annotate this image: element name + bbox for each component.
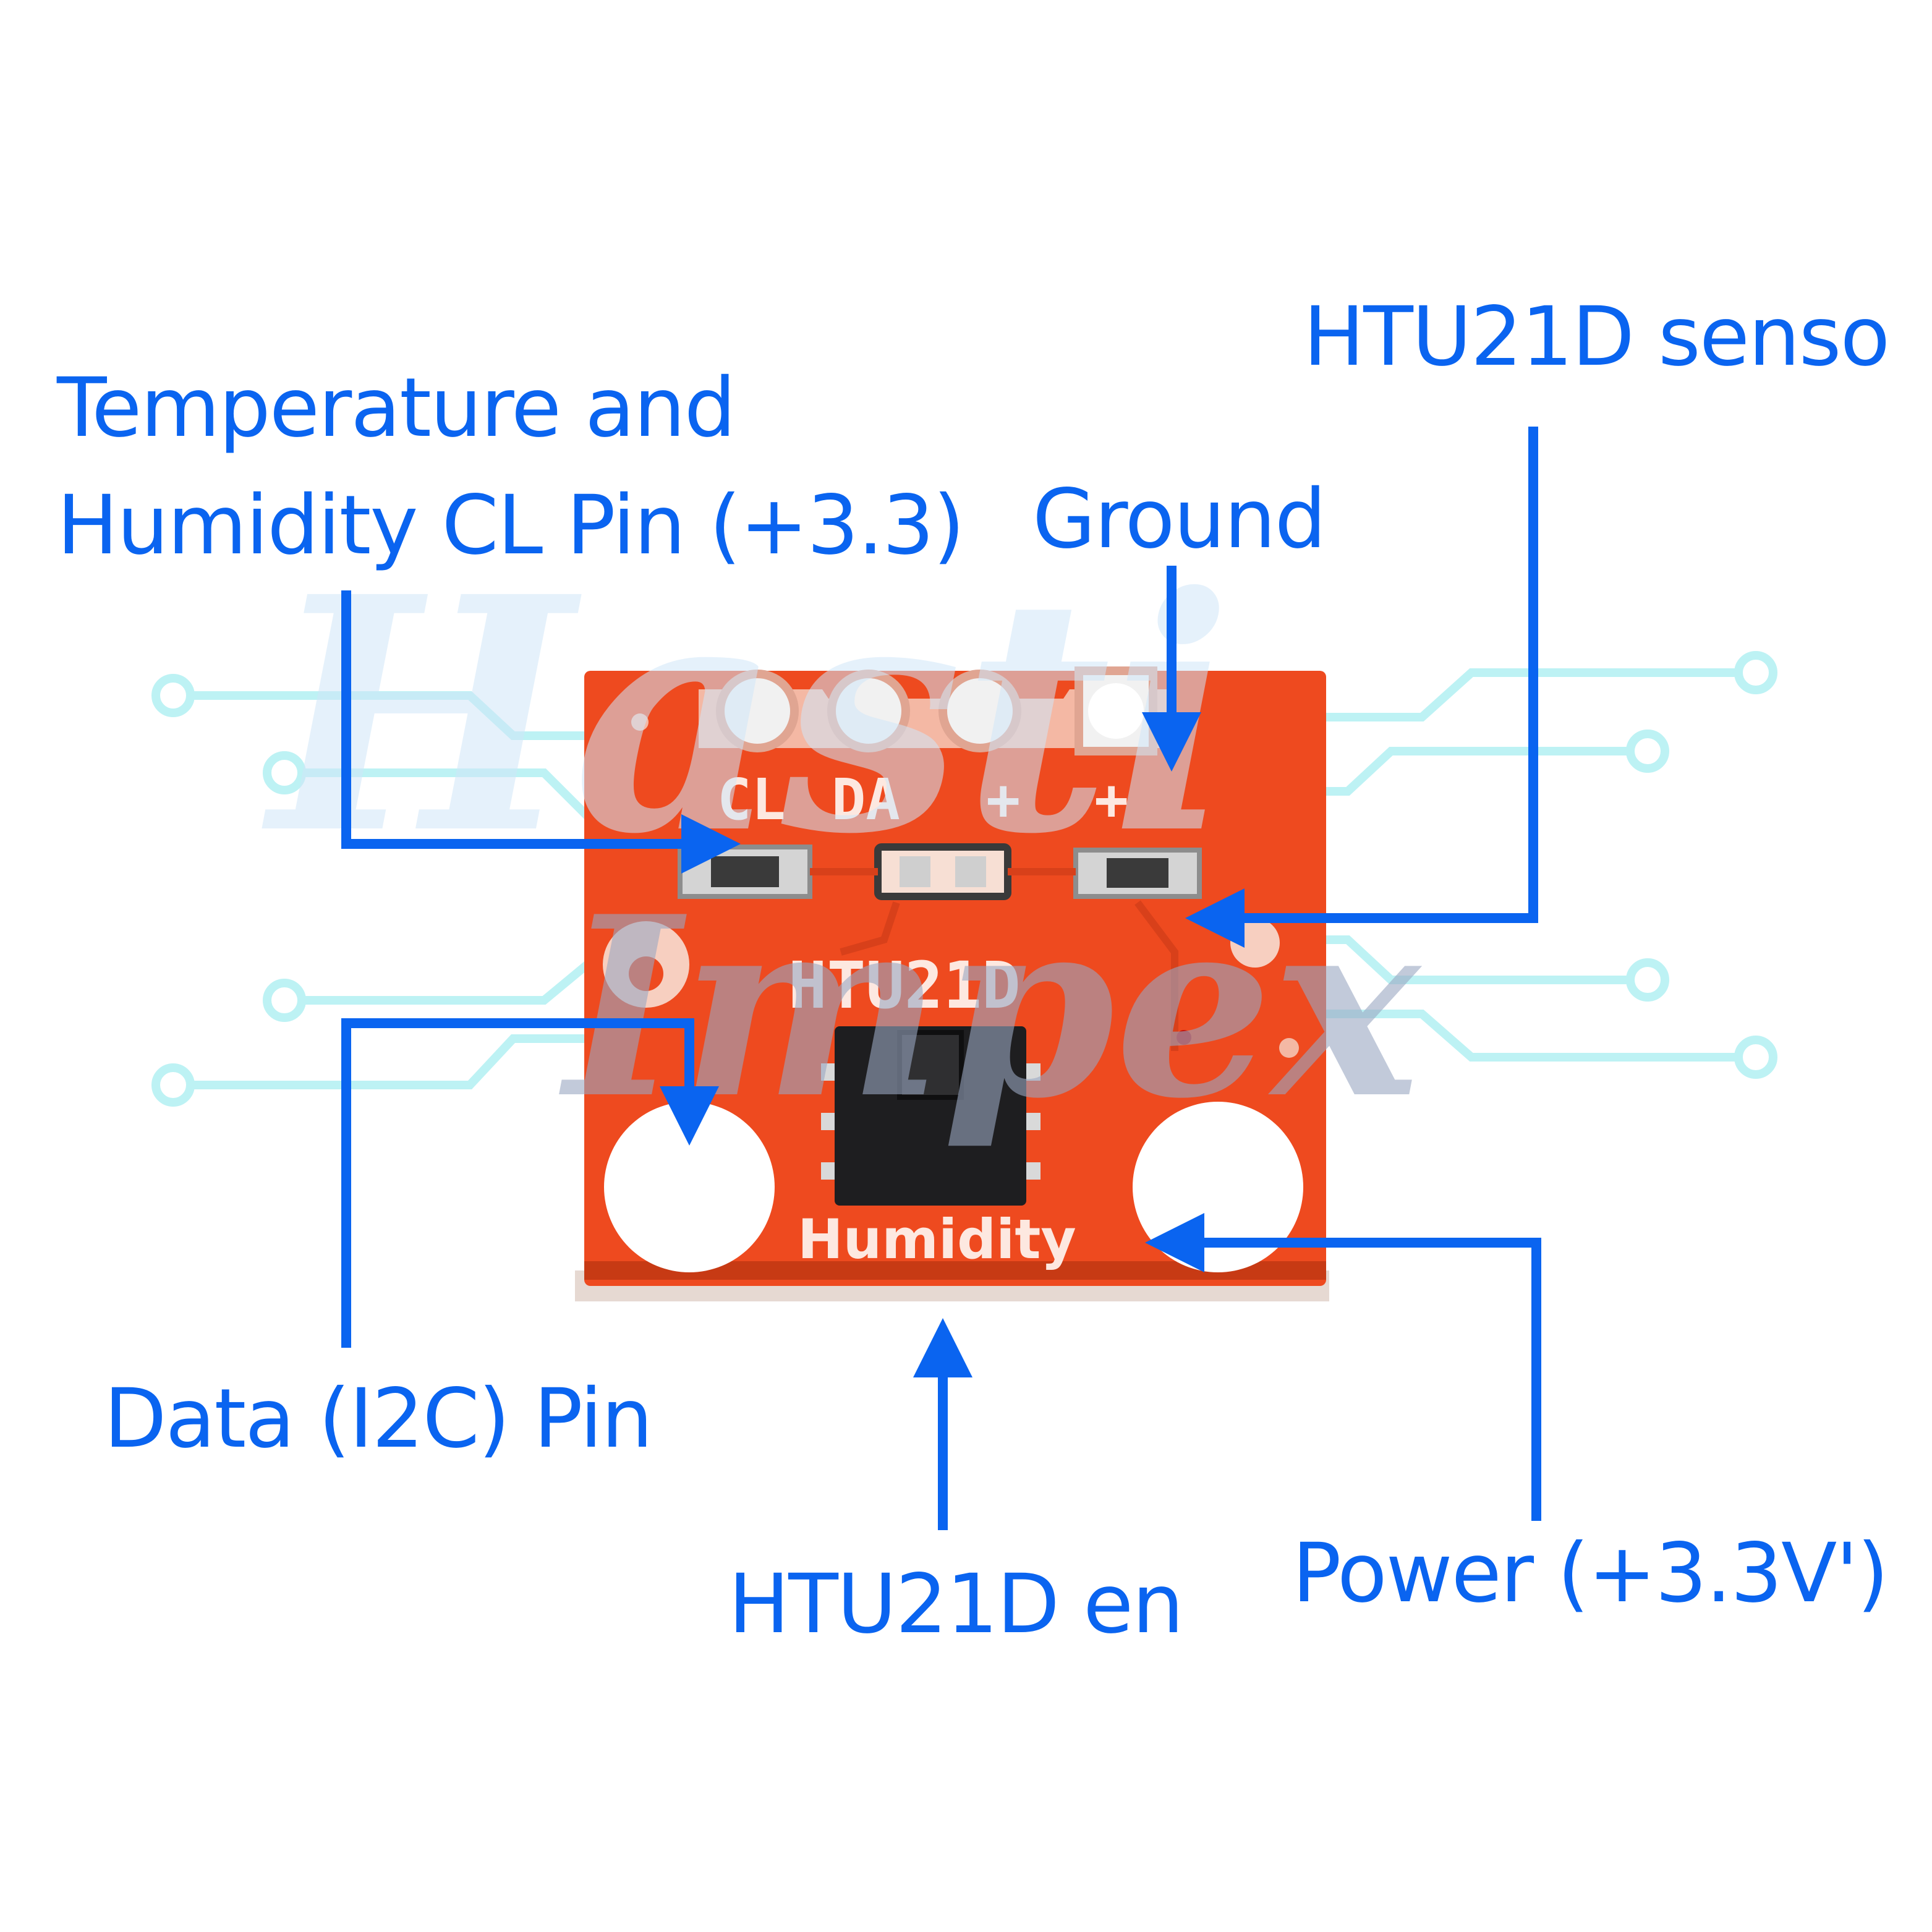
smd-resistor-right: [1073, 848, 1202, 899]
connector-temp-humidity: [341, 590, 741, 874]
silk-pin-da: DA: [832, 767, 900, 833]
pin-pad-outline: [699, 689, 1175, 748]
pin-hole-da: [827, 670, 910, 752]
mount-dot-right: [1279, 1038, 1299, 1058]
callout-data-i2c-pin: Data (I2C) Pin: [104, 1371, 653, 1466]
circuit-traces-right: [1311, 651, 1777, 1079]
connector-sensor: [1185, 427, 1538, 948]
silk-pin-plus2: +: [1094, 767, 1128, 833]
callout-ground: Ground: [1032, 472, 1327, 567]
header-pins: [631, 666, 1175, 755]
htu21d-chip: [821, 1026, 1040, 1206]
mount-dot: [631, 713, 649, 731]
callout-temp-line2: Humidity CL Pin (+3.3): [57, 478, 965, 573]
connector-power: [1145, 1213, 1541, 1521]
callout-power: Power (+3.3V'): [1292, 1526, 1889, 1621]
callout-htu21d-sensor: HTU21D senso: [1303, 289, 1890, 385]
callout-temperature-humidity-cl-pin: Temperature and Humidity CL Pin (+3.3): [57, 349, 965, 584]
pin-hole-cl: [716, 670, 799, 752]
mounting-hole-left: [604, 1102, 775, 1272]
silk-chip-name: HTU21D: [788, 948, 1021, 1023]
pcb-traces: [810, 868, 1178, 1051]
connector-data-pin: [341, 1018, 719, 1348]
pin-hole-plus1: [938, 670, 1021, 752]
callout-temp-line1: Temperature and: [57, 360, 736, 456]
silk-pin-plus1: +: [986, 767, 1020, 833]
chip-body: [835, 1026, 1026, 1206]
callout-htu21d-en: HTU21D en: [728, 1557, 1184, 1652]
chip-sensor-window: [897, 1030, 964, 1100]
silk-bottom-text: Humidity: [798, 1207, 1076, 1271]
pcb-body: [584, 671, 1326, 1286]
callout-connectors: [341, 427, 1541, 1530]
pin-hole-plus2: [1088, 683, 1144, 739]
led-dot: [1177, 1030, 1191, 1045]
gear-logo-left: [603, 921, 689, 1008]
